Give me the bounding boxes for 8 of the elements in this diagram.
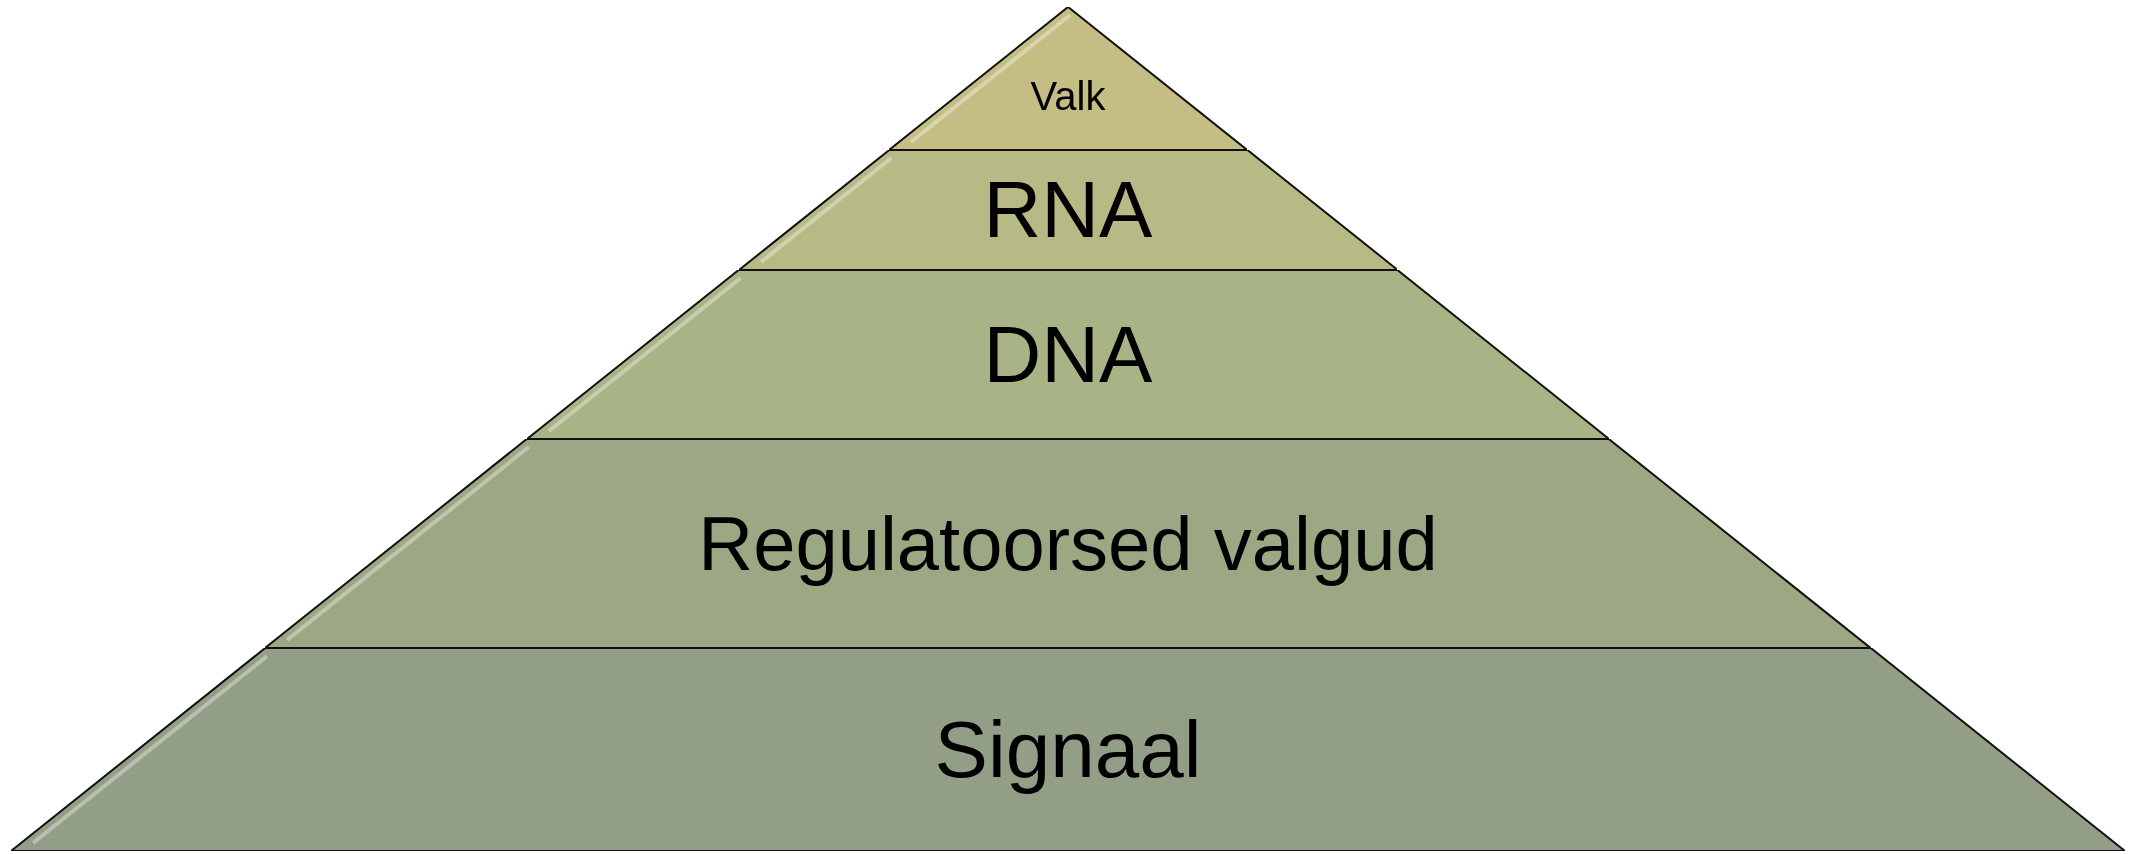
level-label: Valk — [1030, 75, 1106, 116]
pyramid-level — [888, 7, 1248, 150]
pyramid-level — [11, 648, 2125, 851]
pyramid-level — [265, 439, 1871, 648]
pyramid-level — [738, 150, 1398, 270]
level-label: DNA — [983, 314, 1153, 395]
pyramid-level — [526, 270, 1609, 439]
level-label: RNA — [983, 170, 1153, 250]
